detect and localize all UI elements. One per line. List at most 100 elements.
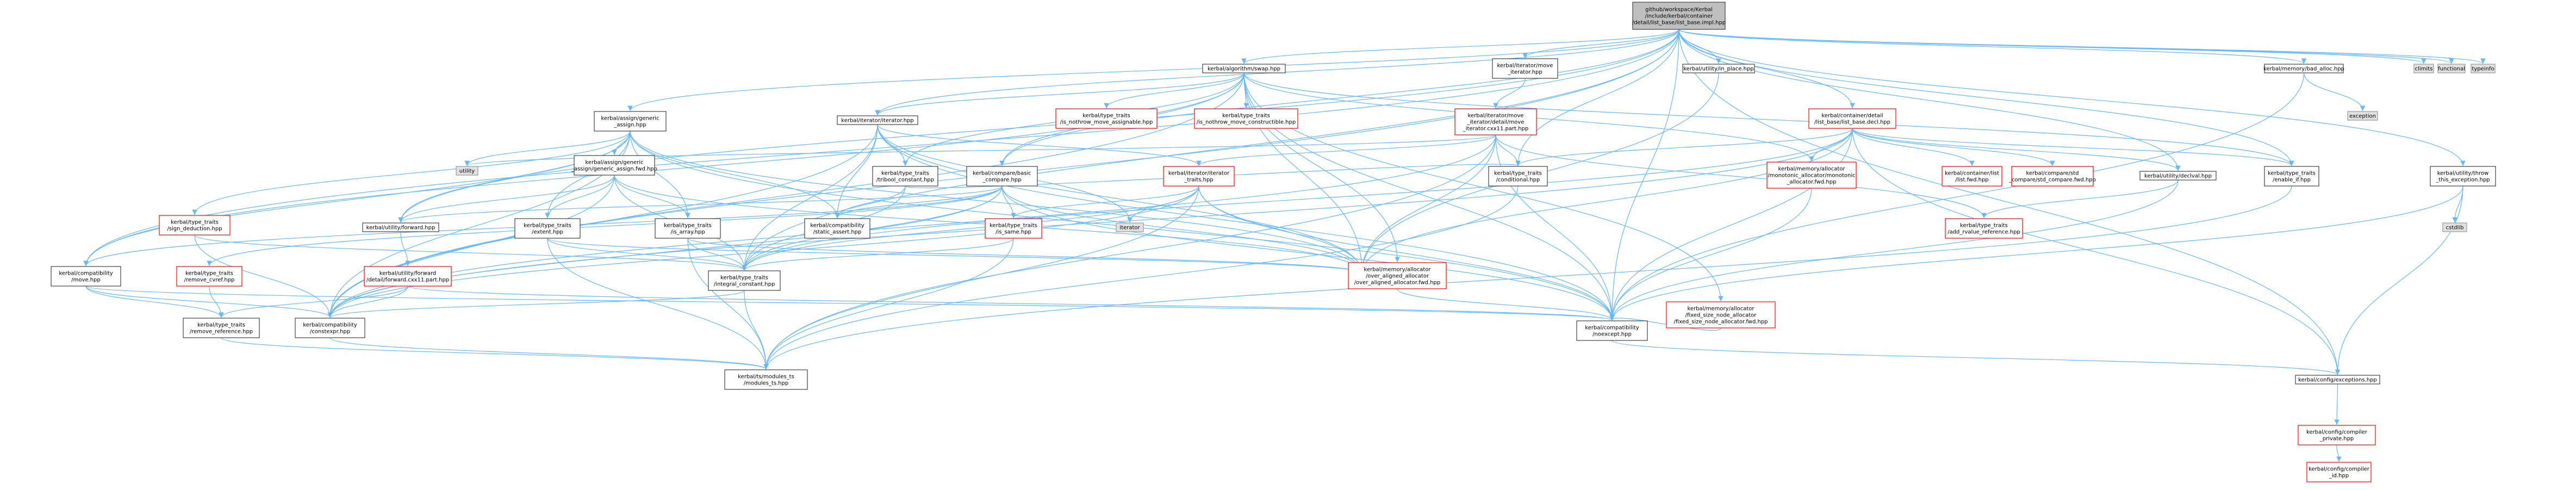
- node-container_list_fwd[interactable]: kerbal/container/list/list.fwd.hpp: [1942, 166, 2002, 187]
- node-tt_remove_cvref[interactable]: kerbal/type_traits/remove_cvref.hpp: [176, 266, 242, 287]
- node-tt_tribool_constant[interactable]: kerbal/type_traits/tribool_constant.hpp: [872, 166, 938, 187]
- node-climits: climits: [2413, 64, 2434, 73]
- node-label-line: kerbal/type_traits: [881, 171, 929, 177]
- edge-utility_declval-to-compat_noexcept: [1609, 179, 2179, 321]
- node-tt_is_same[interactable]: kerbal/type_traits/is_same.hpp: [985, 218, 1042, 239]
- edge-utility_throw_this_exception-to-compat_noexcept: [1609, 185, 2463, 321]
- node-utility_throw_this_exception[interactable]: kerbal/utility/throw_this_exception.hpp: [2430, 166, 2496, 187]
- node-assign_generic_assign_fwd[interactable]: kerbal/assign/generic_assign/generic_ass…: [571, 155, 657, 176]
- node-box: [176, 266, 242, 287]
- node-label-line: kerbal/memory/bad_alloc.hpp: [2263, 66, 2344, 72]
- node-root[interactable]: github/workspace/Kerbal/include/kerbal/c…: [1632, 2, 1726, 30]
- edge-assign_generic_assign_fwd-to-utility_forward: [398, 175, 615, 223]
- node-tt_extent[interactable]: kerbal/type_traits/extent.hpp: [514, 218, 581, 239]
- node-tt_conditional[interactable]: kerbal/type_traits/conditional.hpp: [1488, 166, 1548, 187]
- node-tt_nothrow_move_assignable[interactable]: kerbal/type_traits/is_nothrow_move_assig…: [1055, 108, 1158, 129]
- node-label-line: /conditional.hpp: [1496, 177, 1540, 183]
- node-tt_add_rvalue_reference[interactable]: kerbal/type_traits/add_rvalue_reference.…: [1945, 218, 2023, 239]
- node-label-line: /constexpr.hpp: [310, 329, 350, 335]
- edge-assign_generic_assign-to-tt_is_array: [630, 131, 690, 219]
- node-cstdlib: cstdlib: [2442, 222, 2467, 232]
- node-label-line: kerbal/iterator/iterator: [1168, 171, 1230, 177]
- edge-tt_is_array-to-cstddef: [687, 238, 1365, 274]
- edge-list_base_decl-to-tt_enable_if: [1852, 128, 2294, 166]
- node-tt_integral_constant[interactable]: kerbal/type_traits/integral_constant.hpp: [708, 270, 781, 291]
- node-compat_constexpr[interactable]: kerbal/compatibility/constexpr.hpp: [295, 318, 365, 338]
- node-fixed_size_node_allocator_fwd[interactable]: kerbal/memory/allocator/fixed_size_node_…: [1666, 301, 1776, 328]
- node-box: [51, 266, 121, 287]
- node-tt_is_array[interactable]: kerbal/type_traits/is_array.hpp: [655, 218, 721, 239]
- node-label-line: /fixed_size_node_allocator: [1685, 313, 1757, 319]
- node-tt_sign_deduction[interactable]: kerbal/type_traits/sign_deduction.hpp: [159, 215, 231, 235]
- node-label-line: _compare/std_compare.fwd.hpp: [2008, 177, 2096, 183]
- node-ts_modules_ts[interactable]: kerbal/ts/modules_ts/modules_ts.hpp: [724, 369, 808, 390]
- node-memory_bad_alloc[interactable]: kerbal/memory/bad_alloc.hpp: [2263, 64, 2344, 73]
- node-label-line: kerbal/compatibility: [1585, 325, 1639, 331]
- node-label-line: kerbal/utility/in_place.hpp: [1683, 66, 1753, 72]
- edge-tt_extent-to-cstddef: [547, 238, 1365, 274]
- node-label-line: kerbal/memory/allocator: [1364, 267, 1431, 273]
- node-config_compiler_id[interactable]: kerbal/config/compiler_id.hpp: [2306, 462, 2372, 482]
- node-box: [2306, 462, 2372, 482]
- node-label-line: /list.fwd.hpp: [1955, 177, 1988, 183]
- node-tt_remove_reference[interactable]: kerbal/type_traits/remove_reference.hpp: [183, 318, 260, 338]
- node-utility_in_place[interactable]: kerbal/utility/in_place.hpp: [1682, 64, 1755, 73]
- node-box: [2139, 171, 2217, 181]
- node-iterator_move_iterator[interactable]: kerbal/iterator/move_iterator.hpp: [1492, 58, 1558, 79]
- edge-root-to-tt_enable_if: [1678, 29, 2294, 166]
- node-move_iterator_cxx11[interactable]: kerbal/iterator/move_iterator/detail/mov…: [1454, 108, 1537, 135]
- node-forward_cxx11[interactable]: kerbal/utility/forward/detail/forward.cx…: [364, 266, 452, 287]
- node-box: [574, 155, 655, 176]
- node-compat_static_assert[interactable]: kerbal/compatibility/static_assert.hpp: [804, 218, 870, 239]
- edge-over_aligned_allocator_fwd-to-compat_noexcept: [1397, 288, 1615, 321]
- node-label-line: kerbal/compatibility: [810, 223, 864, 229]
- node-std_compare_fwd[interactable]: kerbal/compare/std_compare/std_compare.f…: [2008, 166, 2096, 187]
- node-over_aligned_allocator_fwd[interactable]: kerbal/memory/allocator/over_aligned_all…: [1348, 262, 1447, 289]
- node-label-line: kerbal/compare/basic: [973, 171, 1031, 177]
- node-label-line: /detail/list_base/list_base.impl.hpp: [1632, 20, 1726, 26]
- node-label-line: /sign_deduction.hpp: [167, 226, 222, 232]
- node-iterator_iterator[interactable]: kerbal/iterator/iterator.hpp: [837, 115, 918, 125]
- node-algorithm_swap[interactable]: kerbal/algorithm/swap.hpp: [1202, 64, 1286, 73]
- node-box: [2347, 111, 2378, 121]
- node-label-line: /static_assert.hpp: [813, 230, 862, 235]
- node-typeinfo: typeinfo: [2471, 64, 2496, 73]
- node-utility_declval[interactable]: kerbal/utility/declval.hpp: [2139, 171, 2217, 181]
- node-config_compiler_private[interactable]: kerbal/config/compiler_private.hpp: [2298, 425, 2376, 445]
- node-list_base_decl[interactable]: kerbal/container/detail/list_base/list_b…: [1808, 108, 1896, 129]
- edge-compat_noexcept-to-config_exceptions: [1611, 340, 2340, 375]
- node-label-line: /is_nothrow_move_constructible.hpp: [1197, 120, 1296, 126]
- node-config_exceptions[interactable]: kerbal/config/exceptions.hpp: [2295, 375, 2380, 384]
- node-compat_move[interactable]: kerbal/compatibility/move.hpp: [51, 266, 121, 287]
- node-iterator_iterator_traits[interactable]: kerbal/iterator/iterator_traits.hpp: [1163, 166, 1235, 187]
- edge-list_base_decl-to-tt_conditional: [1515, 128, 1853, 166]
- node-tt_enable_if[interactable]: kerbal/type_traits/enable_if.hpp: [2264, 166, 2319, 187]
- node-tt_nothrow_move_constructible[interactable]: kerbal/type_traits/is_nothrow_move_const…: [1194, 108, 1298, 129]
- node-label-line: kerbal/type_traits: [1222, 113, 1270, 119]
- node-box: [966, 166, 1038, 187]
- node-label-line: /tribool_constant.hpp: [876, 177, 934, 183]
- node-label-line: kerbal/utility/forward.hpp: [366, 225, 435, 231]
- edge-tt_integral_constant-to-ts_modules_ts: [744, 290, 769, 370]
- node-box: [295, 318, 365, 338]
- node-box: [1942, 166, 2002, 187]
- node-label-line: climits: [2415, 66, 2433, 72]
- node-assign_generic_assign[interactable]: kerbal/assign/generic_assign.hpp: [594, 111, 667, 132]
- node-exception: exception: [2347, 111, 2378, 121]
- node-label-line: /over_aligned_allocator: [1366, 274, 1429, 280]
- edge-compat_constexpr-to-ts_modules_ts: [329, 337, 769, 370]
- node-box: [655, 218, 721, 239]
- edge-root-to-typeinfo: [1678, 29, 2486, 64]
- node-box: [1194, 108, 1298, 129]
- node-compare_basic_compare[interactable]: kerbal/compare/basic_compare.hpp: [966, 166, 1038, 187]
- node-box: [872, 166, 938, 187]
- node-compat_noexcept[interactable]: kerbal/compatibility/noexcept.hpp: [1576, 320, 1648, 341]
- edge-iterator_move_iterator-to-move_iterator_cxx11: [1493, 78, 1526, 109]
- node-box: [362, 222, 439, 232]
- edge-tt_conditional-to-ts_modules_ts: [763, 185, 1519, 370]
- edge-tt_extent-to-ts_modules_ts: [547, 238, 769, 370]
- edge-iterator_iterator_traits-to-ts_modules_ts: [763, 185, 1199, 370]
- node-monotonic_allocator_fwd[interactable]: kerbal/memory/allocator/monotonic_alloca…: [1766, 162, 1857, 189]
- node-utility_forward[interactable]: kerbal/utility/forward.hpp: [362, 222, 439, 232]
- edge-root-to-utility_declval: [1678, 29, 2181, 171]
